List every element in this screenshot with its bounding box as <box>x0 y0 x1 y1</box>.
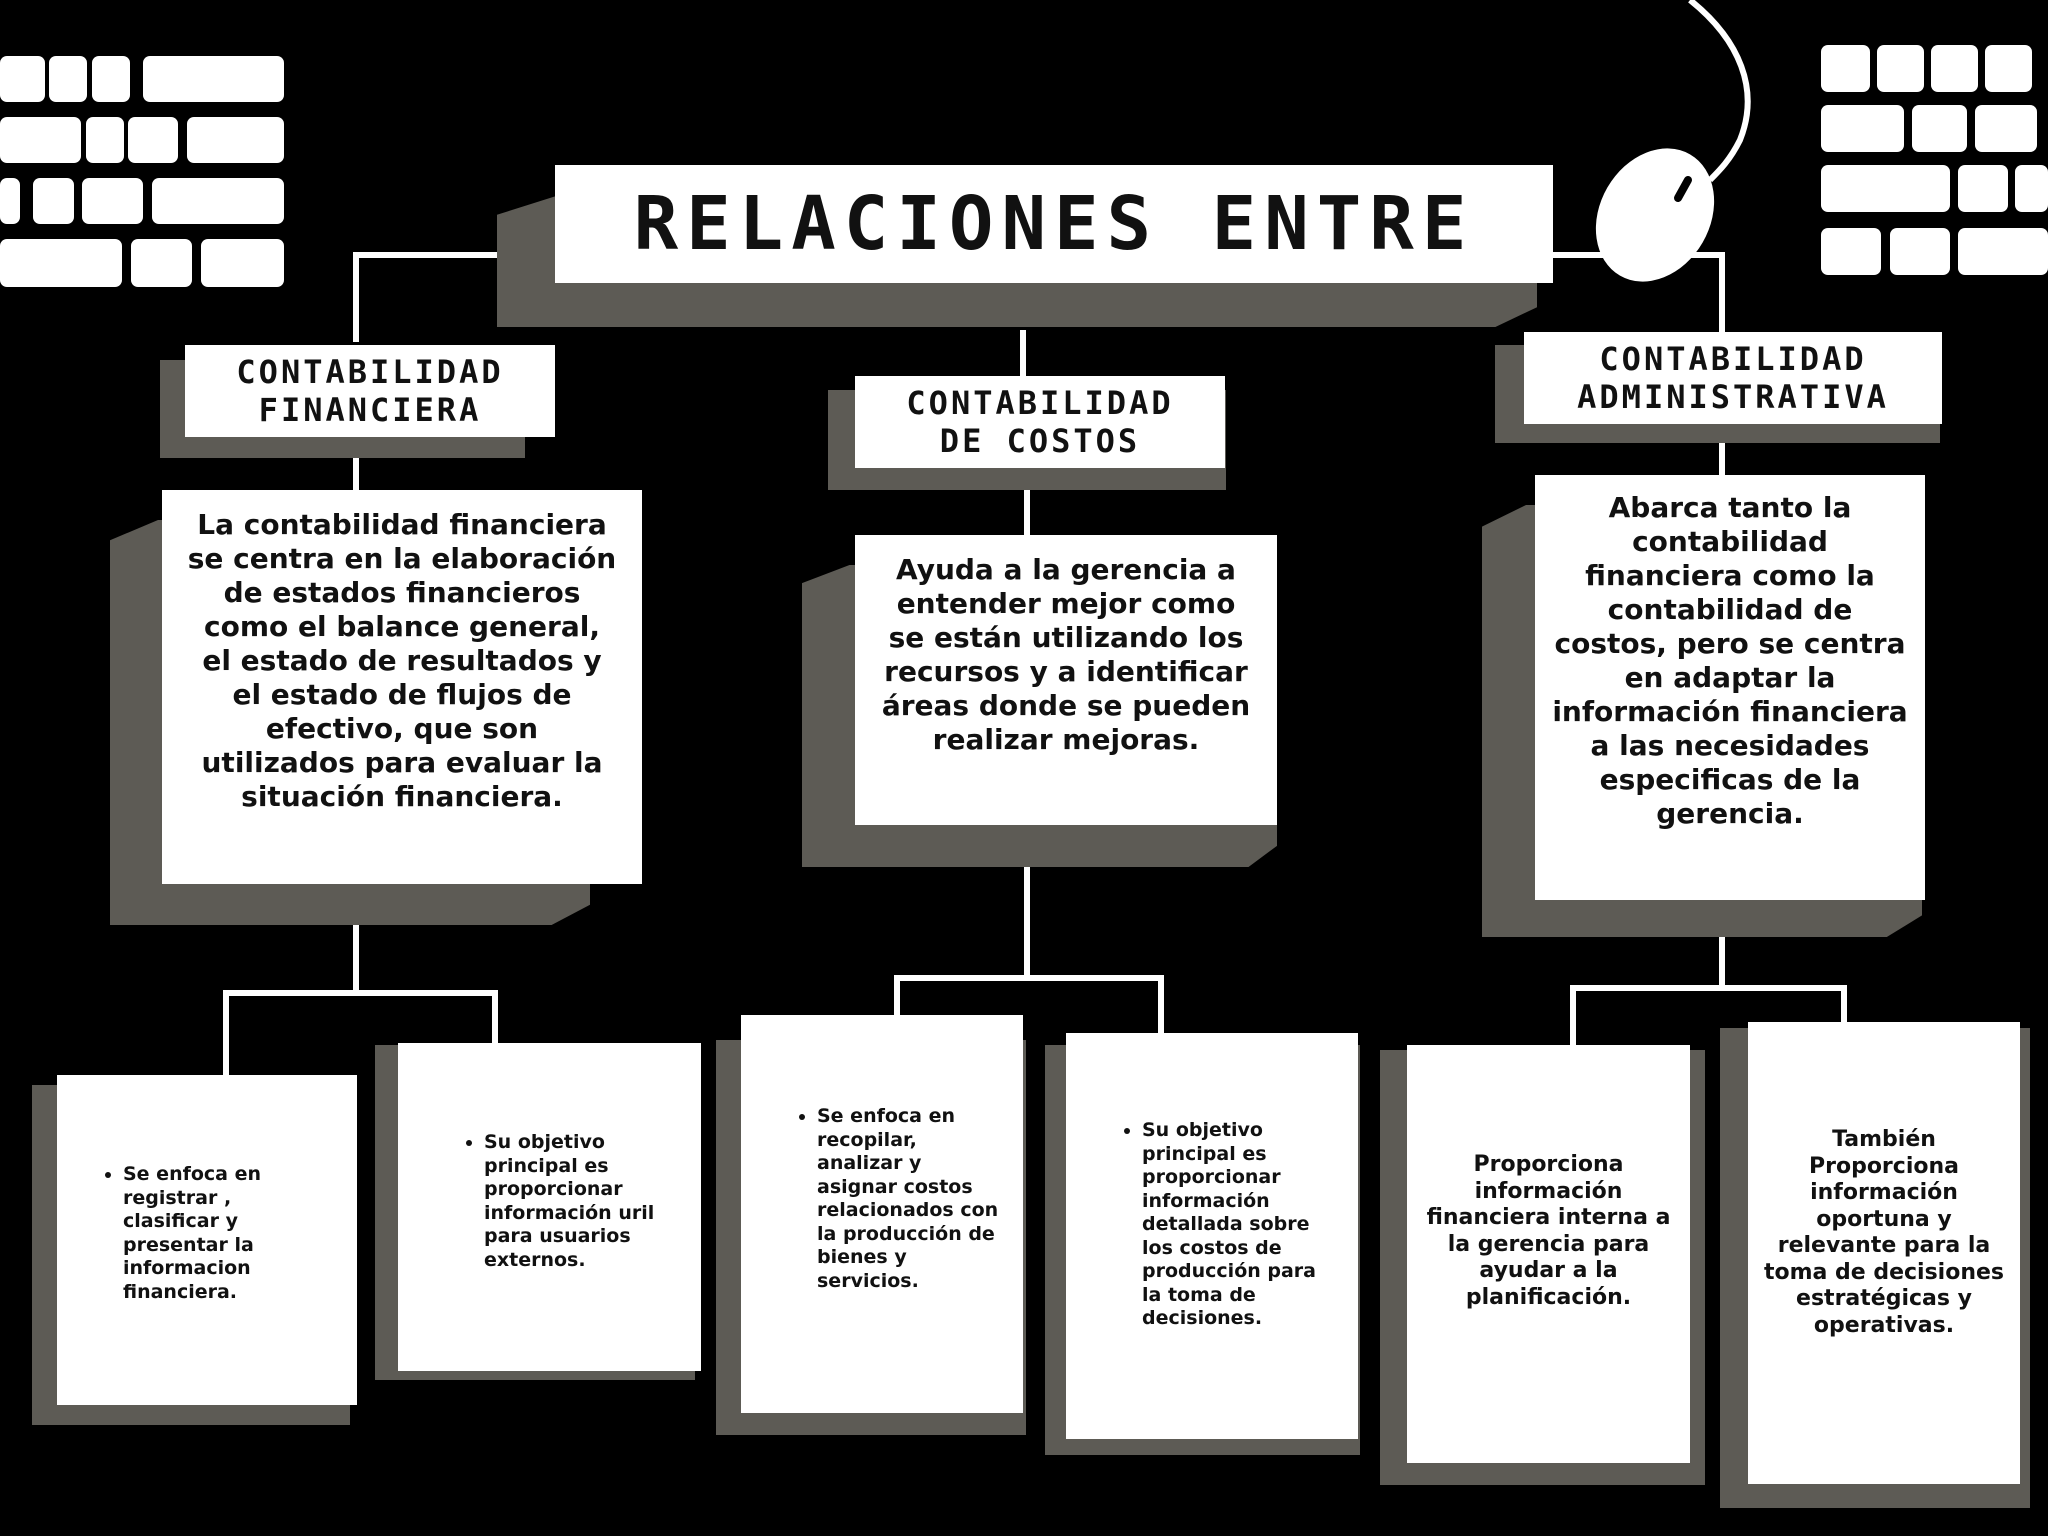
description-costos: Ayuda a la gerencia a entender mejor com… <box>855 535 1277 825</box>
keyboard-icon <box>0 0 290 300</box>
connector-line <box>1550 252 1725 258</box>
connector-line <box>492 990 498 1045</box>
connector-line <box>353 252 359 342</box>
detail-item: Su objetivo principal es proporcionar in… <box>1142 1119 1336 1331</box>
connector-line <box>1024 465 1030 535</box>
connector-line <box>1719 440 1725 476</box>
connector-line <box>1719 252 1725 332</box>
connector-line <box>353 458 359 490</box>
connector-line <box>1570 985 1847 991</box>
mouse-icon <box>1595 0 1751 282</box>
detail-administrativa-2: También Proporciona información oportuna… <box>1748 1022 2020 1484</box>
connector-line <box>894 975 1164 981</box>
detail-item: Su objetivo principal es proporcionar in… <box>484 1131 675 1272</box>
branch-heading-financiera: CONTABILIDAD FINANCIERA <box>185 345 555 437</box>
connector-line <box>894 975 900 1015</box>
connector-line <box>1841 985 1847 1025</box>
keyboard-icon <box>1815 0 2048 300</box>
detail-administrativa-1: Proporciona información financiera inter… <box>1407 1045 1690 1463</box>
detail-financiera-1: Se enfoca en registrar , clasificar y pr… <box>57 1075 357 1405</box>
page-title: RELACIONES ENTRE <box>555 165 1553 283</box>
detail-financiera-2: Su objetivo principal es proporcionar in… <box>398 1043 701 1371</box>
detail-item: También Proporciona información oportuna… <box>1763 1127 2005 1338</box>
connector-line <box>223 990 229 1090</box>
detail-item: Se enfoca en registrar , clasificar y pr… <box>123 1163 327 1304</box>
detail-costos-2: Su objetivo principal es proporcionar in… <box>1066 1033 1358 1439</box>
connector-line <box>1024 865 1030 980</box>
connector-line <box>353 252 497 258</box>
detail-item: Proporciona información financiera inter… <box>1426 1152 1671 1310</box>
detail-item: Se enfoca en recopilar, analizar y asign… <box>817 1105 1001 1293</box>
connector-line <box>1719 935 1725 990</box>
branch-heading-administrativa: CONTABILIDAD ADMINISTRATIVA <box>1524 332 1942 424</box>
connector-line <box>223 990 498 996</box>
detail-costos-1: Se enfoca en recopilar, analizar y asign… <box>741 1015 1023 1413</box>
connector-line <box>353 925 359 995</box>
description-administrativa: Abarca tanto la contabilidad financiera … <box>1535 475 1925 900</box>
connector-line <box>1020 330 1026 380</box>
connector-line <box>1158 975 1164 1033</box>
branch-heading-costos: CONTABILIDAD DE COSTOS <box>855 376 1225 468</box>
connector-line <box>1570 985 1576 1050</box>
description-financiera: La contabilidad financiera se centra en … <box>162 490 642 884</box>
